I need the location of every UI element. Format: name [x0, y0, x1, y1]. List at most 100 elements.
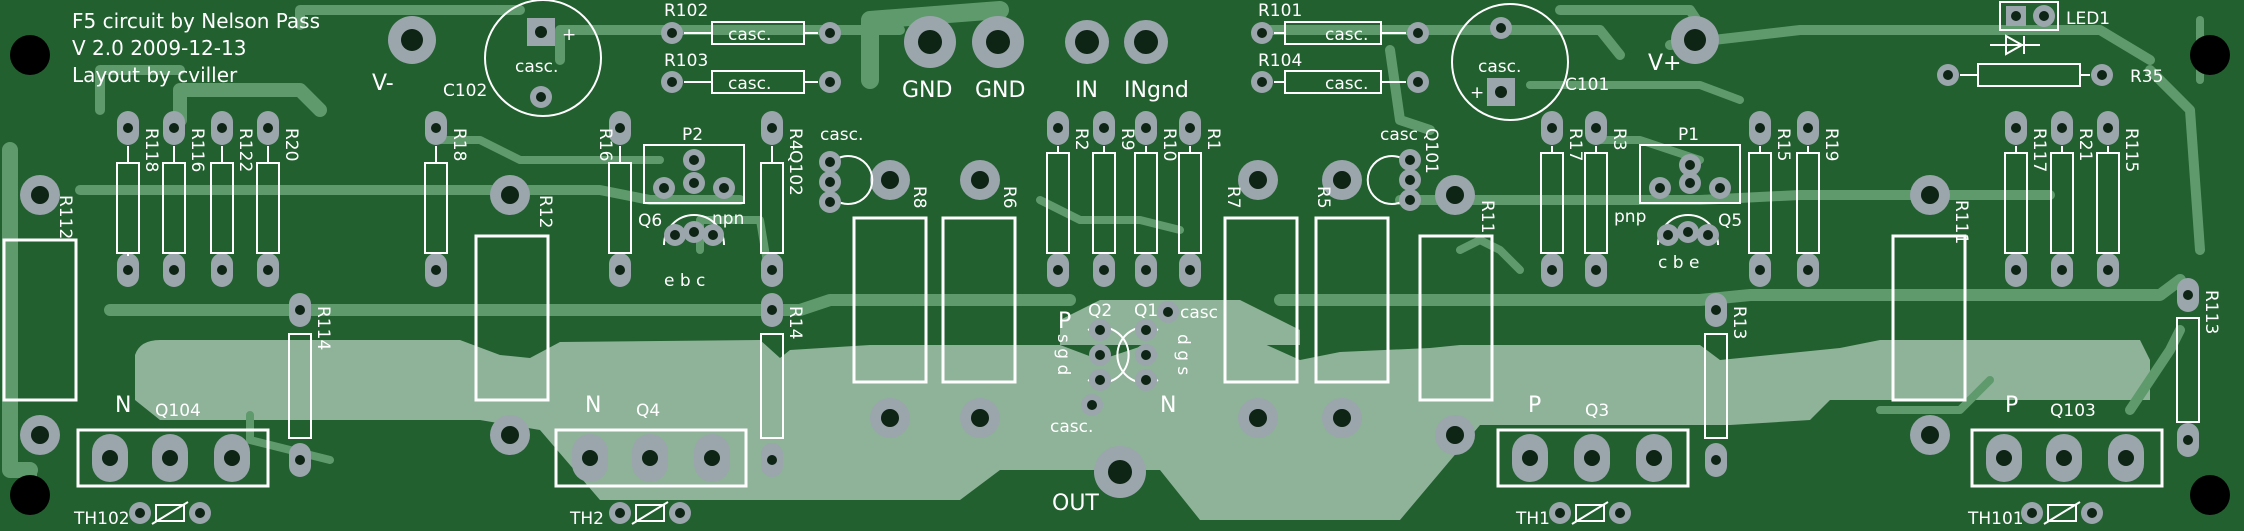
transistor-q6: Q6 npn e b c — [638, 209, 744, 291]
resistor-r115: R115 — [2096, 111, 2141, 287]
svg-text:d g s: d g s — [1173, 334, 1193, 375]
resistor-r15: R15 — [1748, 111, 1793, 287]
svg-text:R17: R17 — [1565, 128, 1585, 161]
svg-text:GND: GND — [975, 78, 1025, 103]
resistor-r19: R19 — [1796, 111, 1841, 287]
resistor-r112: R112 — [2, 175, 78, 455]
svg-text:R103: R103 — [664, 51, 708, 71]
svg-text:casc: casc — [1180, 303, 1218, 323]
svg-text:N: N — [585, 393, 601, 418]
svg-text:R3: R3 — [1609, 128, 1629, 151]
mounting-holes — [10, 35, 2230, 515]
resistor-r20: R20 — [256, 111, 301, 287]
svg-text:Q5: Q5 — [1718, 211, 1742, 231]
transistor-q1: Q1 N d g s casc — [1116, 301, 1218, 418]
resistor-r111: R111 — [1891, 175, 1971, 455]
svg-text:pnp: pnp — [1614, 207, 1646, 227]
board-title: F5 circuit by Nelson Pass — [72, 9, 320, 33]
svg-text:P2: P2 — [682, 125, 703, 145]
svg-text:casc.: casc. — [1050, 417, 1093, 437]
resistor-r101: R101 casc. — [1251, 1, 1429, 45]
svg-text:LED1: LED1 — [2066, 9, 2110, 29]
svg-text:P: P — [1528, 393, 1541, 418]
svg-text:C102: C102 — [443, 81, 487, 101]
resistor-r7: R7 — [1223, 160, 1299, 438]
svg-text:TH1: TH1 — [1515, 509, 1550, 529]
svg-text:R114: R114 — [313, 306, 333, 350]
svg-text:casc.: casc. — [1325, 74, 1368, 94]
resistor-r102: R102 casc. — [661, 1, 841, 45]
svg-text:+: + — [562, 25, 576, 45]
svg-text:R118: R118 — [141, 128, 161, 172]
svg-text:INgnd: INgnd — [1124, 78, 1189, 103]
svg-text:R15: R15 — [1773, 128, 1793, 161]
svg-text:casc.: casc. — [515, 57, 558, 77]
svg-text:R104: R104 — [1258, 51, 1302, 71]
svg-text:TH101: TH101 — [1967, 509, 2024, 529]
svg-text:casc.: casc. — [728, 25, 771, 45]
svg-text:N: N — [115, 393, 131, 418]
svg-text:R35: R35 — [2130, 67, 2163, 87]
svg-text:R18: R18 — [449, 128, 469, 161]
resistor-r122: R122 — [210, 111, 255, 287]
resistor-r14: R14 — [760, 293, 805, 477]
svg-text:Q3: Q3 — [1585, 401, 1609, 421]
svg-text:R101: R101 — [1258, 1, 1302, 21]
svg-text:P: P — [2005, 393, 2018, 418]
resistor-r12: R12 — [474, 175, 555, 455]
board-layout-credit: Layout by cviller — [72, 63, 238, 87]
led1: LED1 — [1990, 1, 2110, 56]
resistor-r1: R1 — [1178, 111, 1223, 287]
svg-text:P: P — [1058, 309, 1071, 334]
svg-text:P1: P1 — [1678, 125, 1699, 145]
capacitor-c101: + casc. C101 — [1451, 3, 1609, 121]
svg-text:casc.: casc. — [1325, 25, 1368, 45]
svg-text:R21: R21 — [2075, 128, 2095, 161]
svg-text:R8: R8 — [909, 186, 929, 209]
svg-text:c b e: c b e — [1658, 253, 1699, 273]
svg-text:R115: R115 — [2121, 128, 2141, 172]
svg-text:OUT: OUT — [1052, 491, 1099, 516]
svg-text:Q103: Q103 — [2050, 401, 2096, 421]
svg-text:V+: V+ — [1648, 51, 1681, 76]
thermistor-th1: TH1 — [1515, 501, 1631, 529]
transistor-q102: casc. Q102 — [785, 125, 874, 213]
output-terminal: OUT — [1052, 446, 1146, 516]
resistor-r9: R9 — [1092, 111, 1137, 287]
svg-text:IN: IN — [1075, 78, 1098, 103]
pot-p1: P1 — [1639, 125, 1741, 204]
svg-text:R6: R6 — [999, 186, 1019, 209]
svg-text:R113: R113 — [2201, 290, 2221, 334]
svg-text:e b c: e b c — [664, 271, 705, 291]
svg-text:Q101: Q101 — [1421, 128, 1441, 174]
svg-text:casc: casc — [1380, 125, 1418, 145]
resistor-r103: R103 casc. — [661, 51, 841, 94]
svg-text:TH2: TH2 — [569, 509, 604, 529]
svg-text:GND: GND — [902, 78, 952, 103]
resistor-r5: R5 — [1313, 160, 1390, 438]
resistor-r113: R113 — [2176, 278, 2221, 457]
svg-text:casc.: casc. — [728, 74, 771, 94]
transistor-q4: N Q4 — [554, 393, 748, 488]
svg-text:R112: R112 — [55, 195, 75, 239]
svg-text:s g d: s g d — [1053, 334, 1073, 375]
transistor-q5: Q5 pnp c b e — [1614, 207, 1742, 273]
svg-text:R13: R13 — [1729, 306, 1749, 339]
svg-text:Q104: Q104 — [155, 401, 201, 421]
resistor-r13: R13 — [1704, 293, 1749, 477]
input-terminals: IN INgnd — [1065, 20, 1189, 103]
resistor-r104: R104 casc. — [1251, 51, 1429, 94]
svg-text:R111: R111 — [1951, 200, 1971, 244]
svg-text:R7: R7 — [1223, 186, 1243, 209]
svg-text:R16: R16 — [595, 128, 615, 161]
svg-text:R10: R10 — [1159, 128, 1179, 161]
svg-text:R11: R11 — [1477, 200, 1497, 233]
vplus-terminal: V+ — [1648, 16, 1719, 76]
thermistor-th2: TH2 — [569, 501, 691, 529]
svg-text:R20: R20 — [281, 128, 301, 161]
resistor-r18: R18 — [424, 111, 469, 287]
resistor-r116: R116 — [162, 111, 207, 287]
transistor-q103: P Q103 — [1970, 393, 2164, 488]
transistor-q104: N Q104 — [76, 393, 270, 488]
